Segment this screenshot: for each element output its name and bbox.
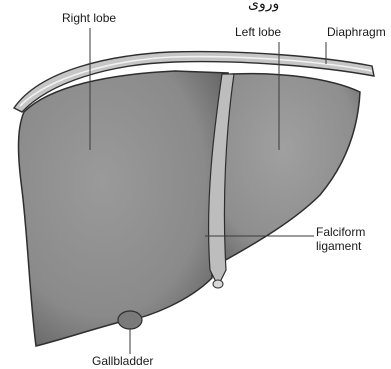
right-lobe <box>19 71 229 346</box>
falciform-tip <box>213 280 223 288</box>
gallbladder <box>118 311 142 329</box>
label-falciform-line2: ligament <box>316 240 365 254</box>
label-gallbladder: Gallbladder <box>92 355 153 369</box>
label-diaphragm: Diaphragm <box>327 26 386 40</box>
header-script: وروى <box>248 0 279 12</box>
label-falciform-ligament: Falciform ligament <box>316 226 365 254</box>
label-falciform-line1: Falciform <box>316 226 365 240</box>
label-left-lobe: Left lobe <box>235 26 281 40</box>
label-right-lobe: Right lobe <box>62 12 116 26</box>
